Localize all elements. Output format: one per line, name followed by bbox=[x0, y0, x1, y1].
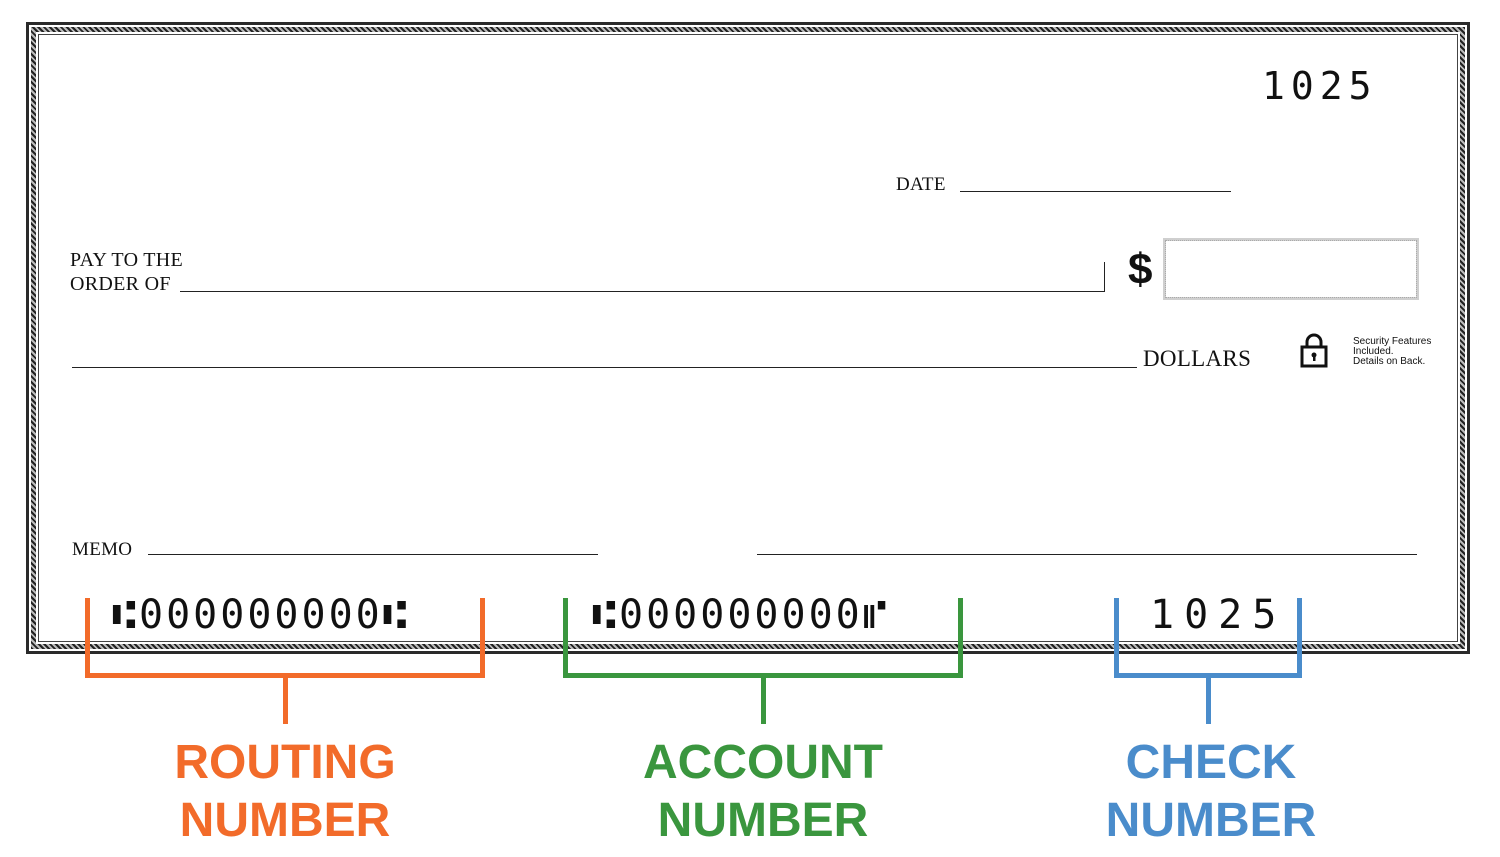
routing-label-line1: ROUTING bbox=[174, 736, 396, 789]
security-note-line3: Details on Back. bbox=[1353, 356, 1426, 367]
signature-line[interactable] bbox=[757, 554, 1417, 555]
written-amount-line[interactable] bbox=[72, 367, 1137, 368]
check-number-top: 1025 bbox=[1262, 64, 1378, 108]
date-line[interactable] bbox=[960, 191, 1231, 192]
dollars-label: DOLLARS bbox=[1143, 346, 1252, 371]
routing-number-label: ROUTING NUMBER bbox=[85, 734, 485, 850]
check-bracket-stem bbox=[1206, 676, 1211, 724]
check-label-line2: NUMBER bbox=[1105, 794, 1317, 847]
lock-icon bbox=[1300, 333, 1328, 368]
routing-bracket bbox=[85, 598, 485, 678]
routing-label-line2: NUMBER bbox=[179, 794, 391, 847]
check-label-line1: CHECK bbox=[1125, 736, 1297, 789]
account-label-line2: NUMBER bbox=[657, 794, 869, 847]
amount-box[interactable] bbox=[1163, 238, 1419, 300]
micr-check-number: 1025 bbox=[1150, 592, 1287, 638]
micr-routing-number: ⑆000000000⑆ bbox=[112, 592, 410, 638]
payee-label-line1: PAY TO THE bbox=[70, 249, 184, 271]
account-bracket-stem bbox=[761, 676, 766, 724]
memo-line[interactable] bbox=[148, 554, 598, 555]
dollar-sign: $ bbox=[1128, 245, 1153, 294]
routing-bracket-stem bbox=[283, 676, 288, 724]
micr-account-number: ⑆000000000⑈ bbox=[592, 592, 890, 638]
check-number-label: CHECK NUMBER bbox=[1011, 734, 1411, 850]
memo-label: MEMO bbox=[72, 539, 133, 560]
date-label: DATE bbox=[896, 174, 946, 195]
payee-line[interactable] bbox=[180, 291, 1105, 292]
payee-line-end bbox=[1104, 262, 1105, 291]
account-bracket bbox=[563, 598, 963, 678]
security-note-line1: Security Features bbox=[1353, 336, 1432, 347]
payee-label-line2: ORDER OF bbox=[70, 273, 171, 295]
check-bracket bbox=[1114, 598, 1302, 678]
blank-check bbox=[26, 22, 1470, 654]
security-note-line2: Included. bbox=[1353, 346, 1394, 357]
account-label-line1: ACCOUNT bbox=[643, 736, 883, 789]
security-note: Security Features Included. Details on B… bbox=[1353, 337, 1431, 367]
account-number-label: ACCOUNT NUMBER bbox=[563, 734, 963, 850]
